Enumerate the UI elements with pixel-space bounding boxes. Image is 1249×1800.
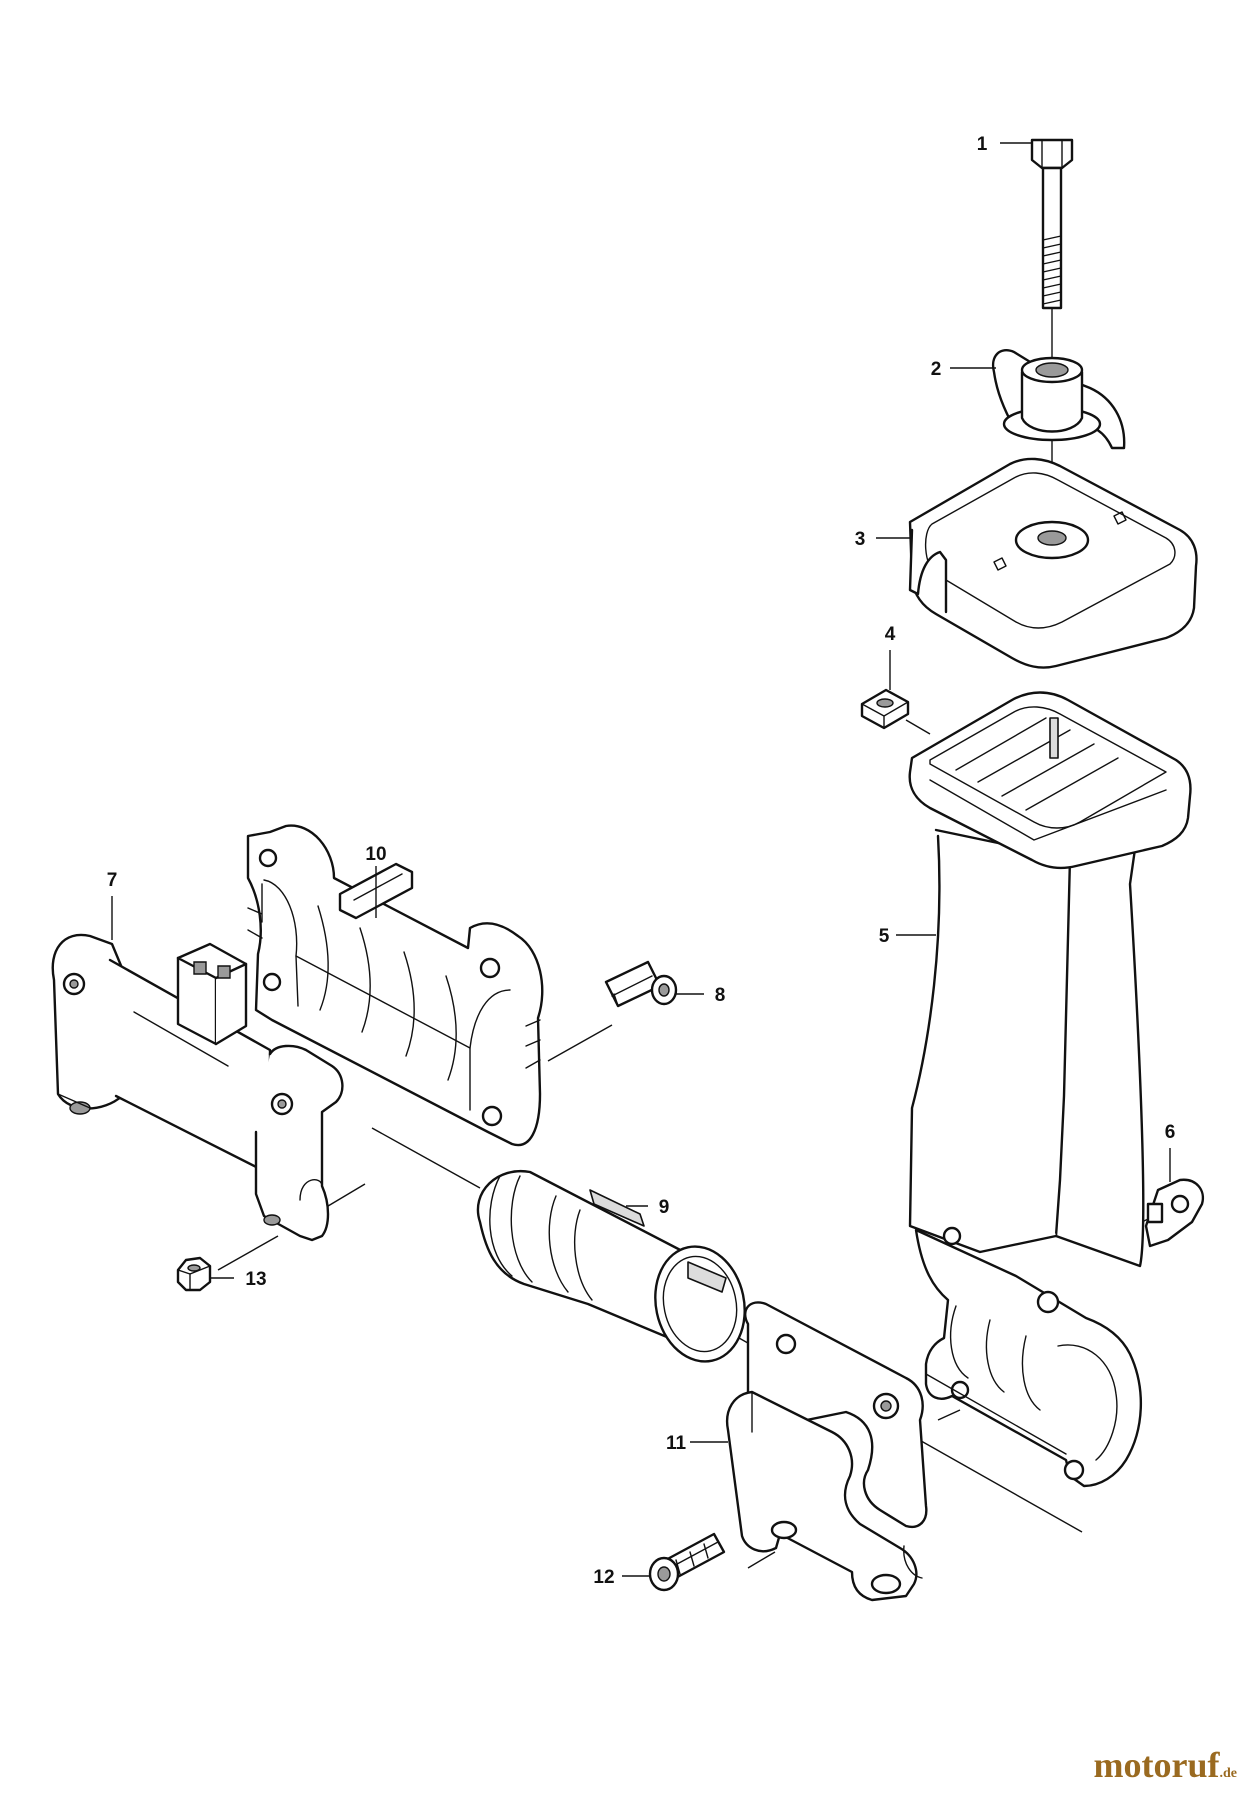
callout-12: 12 — [593, 1567, 614, 1588]
watermark-logo: motoruf.de — [1094, 1744, 1237, 1786]
part-7-clamp-housing — [53, 935, 343, 1240]
part-1-hex-bolt — [1032, 140, 1072, 308]
callout-11: 11 — [666, 1433, 687, 1454]
part-5-handle-lower-clamp — [916, 1228, 1141, 1486]
part-8-screw — [606, 962, 676, 1006]
part-12-flange-screw — [650, 1534, 724, 1590]
part-13-nut — [178, 1258, 210, 1290]
part-9-sleeve — [478, 1171, 755, 1370]
callout-9: 9 — [659, 1197, 670, 1218]
callout-13: 13 — [245, 1269, 266, 1290]
callouts: 1 2 3 4 5 6 7 8 9 10 11 12 13 — [107, 134, 1176, 1588]
callout-4: 4 — [885, 624, 896, 645]
callout-10: 10 — [365, 844, 386, 865]
callout-5: 5 — [879, 926, 890, 947]
callout-8: 8 — [715, 985, 726, 1006]
callout-1: 1 — [977, 134, 988, 155]
part-6-cable-clip — [1146, 1180, 1203, 1246]
part-11-lower-clamp — [727, 1302, 926, 1600]
part-2-wing-nut — [993, 350, 1124, 448]
part-3-handle-cover — [910, 459, 1196, 668]
watermark-suffix: .de — [1219, 1766, 1238, 1781]
callout-7: 7 — [107, 870, 118, 891]
callout-6: 6 — [1165, 1122, 1176, 1143]
part-5-handle-body — [910, 693, 1191, 1267]
watermark-text: motoruf — [1093, 1745, 1220, 1785]
part-4-square-nut — [862, 690, 908, 728]
callout-3: 3 — [855, 529, 866, 550]
callout-2: 2 — [931, 359, 942, 380]
